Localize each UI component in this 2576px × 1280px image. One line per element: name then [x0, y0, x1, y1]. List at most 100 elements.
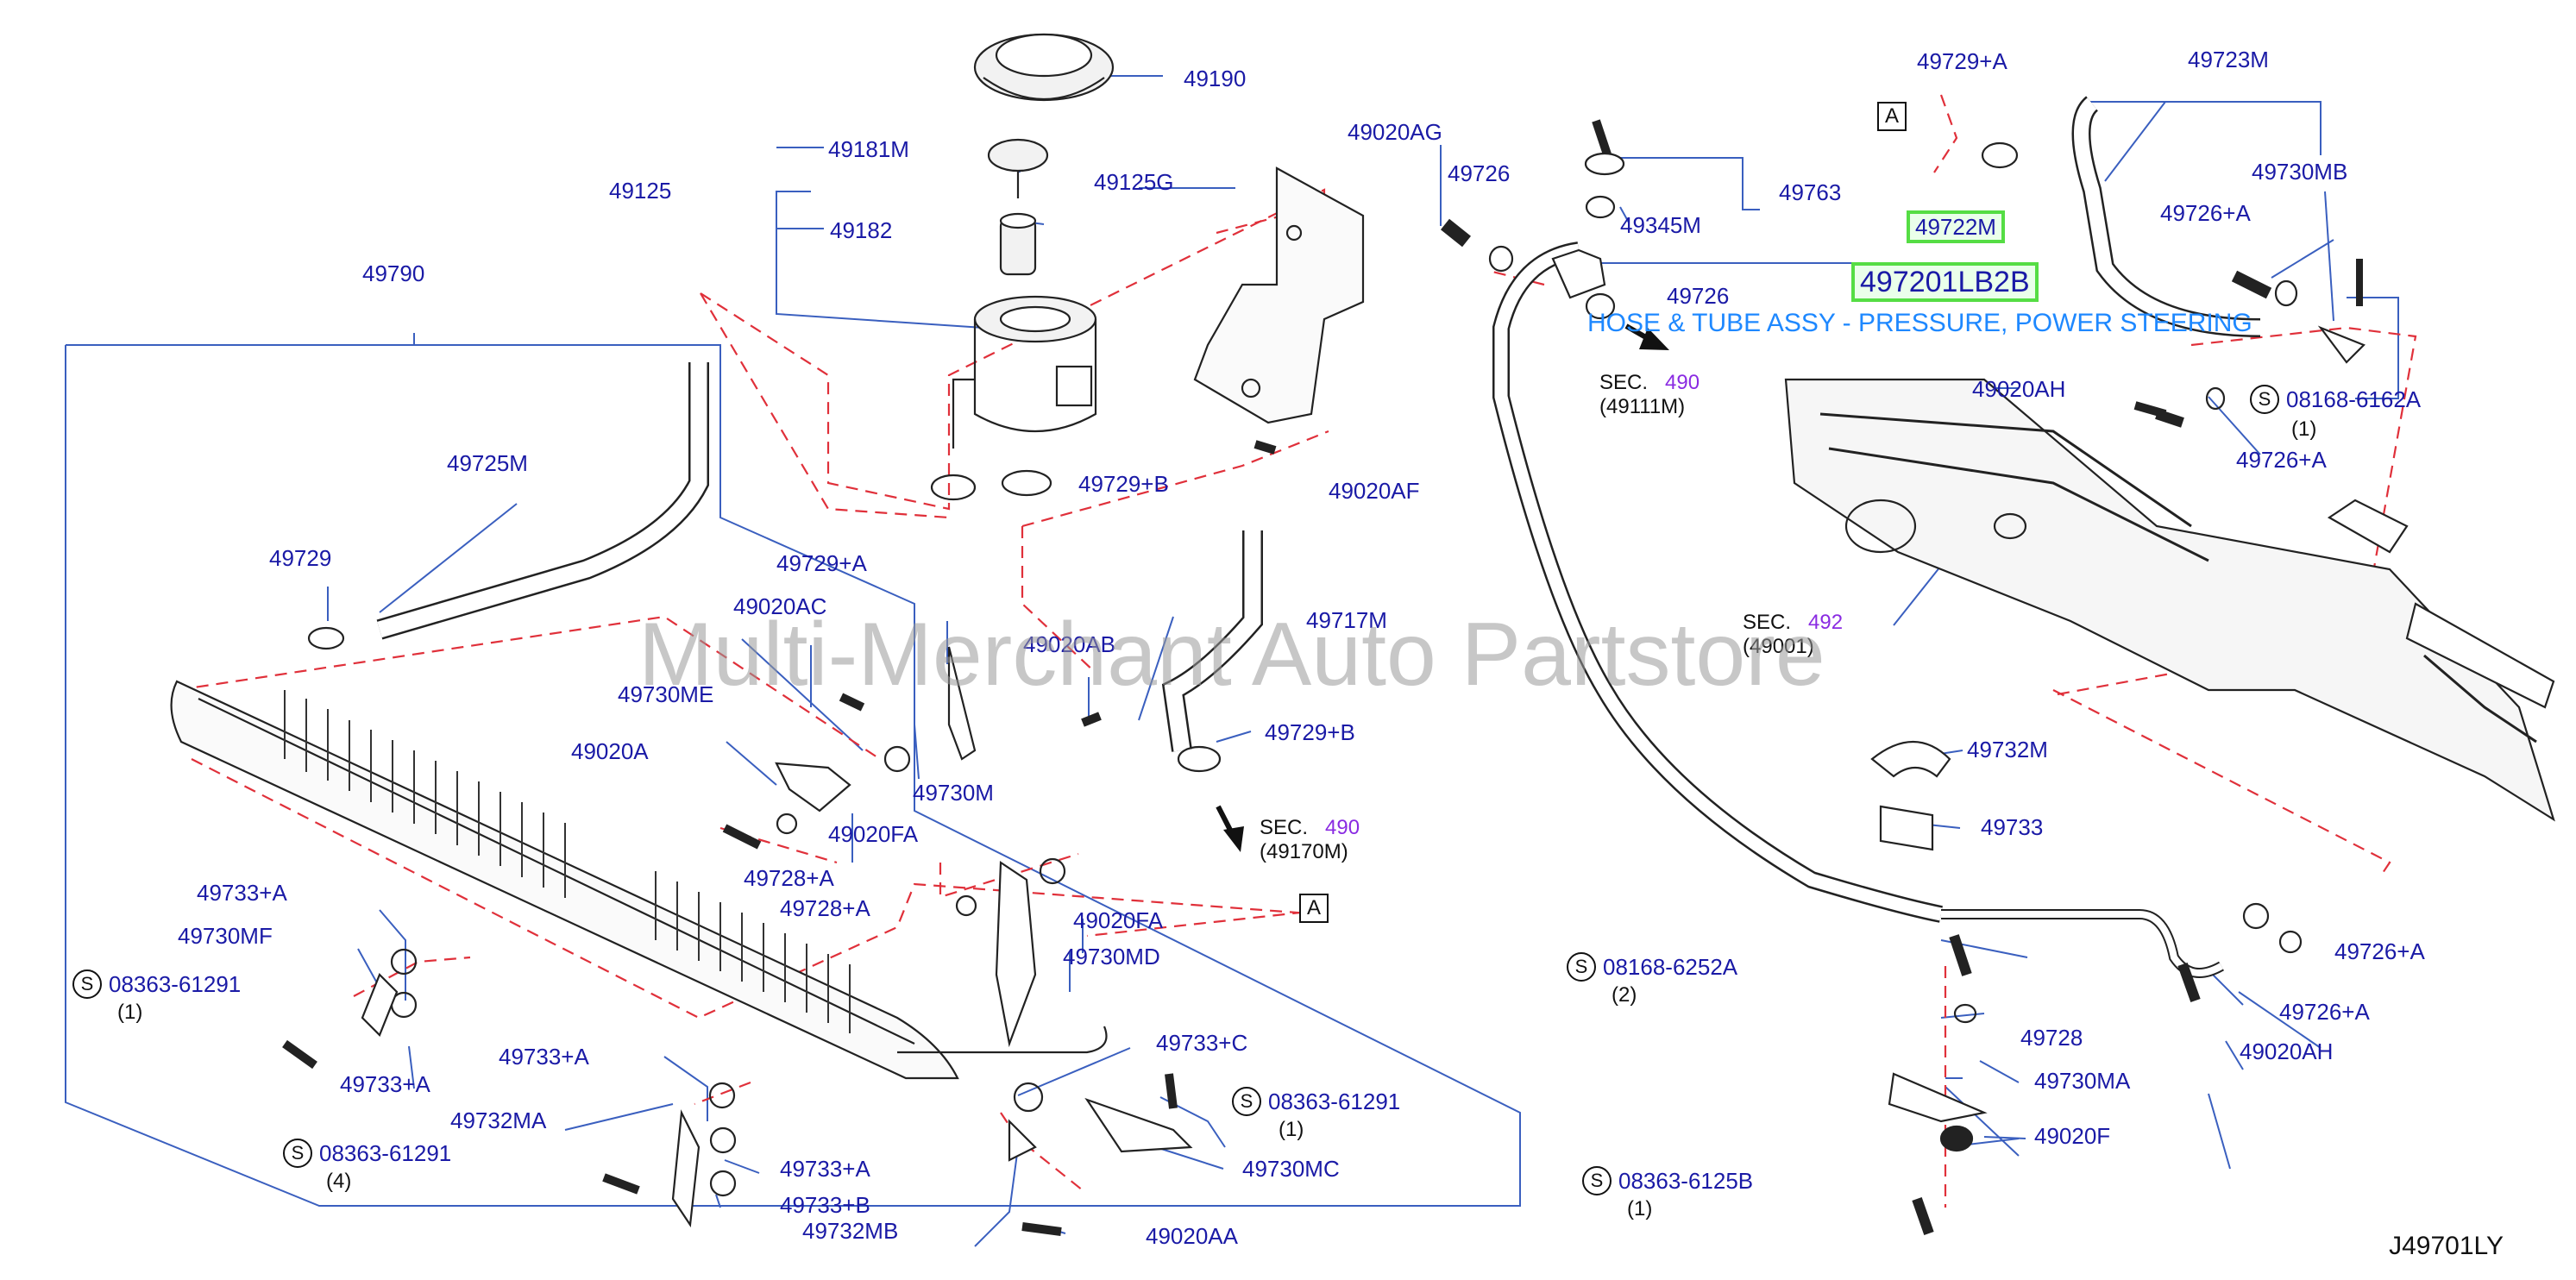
part-label-49020F: 49020F	[2034, 1123, 2111, 1149]
part-label-49730MB: 49730MB	[2252, 159, 2348, 185]
s-mark-icon: S	[1582, 1166, 1612, 1195]
part-label-49730MD: 49730MD	[1063, 944, 1160, 969]
sec-ref-49111M: SEC. 490 (49111M)	[1599, 371, 1700, 419]
part-label-49190: 49190	[1184, 66, 1247, 91]
part-label-49729B-2: 49729+B	[1265, 719, 1355, 745]
highlight-part-title: HOSE & TUBE ASSY - PRESSURE, POWER STEER…	[1587, 309, 2252, 337]
part-label-49733A-1: 49733+A	[197, 880, 287, 906]
sec-ref-sub: (49170M)	[1260, 840, 1348, 863]
part-label-49790: 49790	[362, 260, 425, 286]
s-part-08363-61291-a: S 08363-61291	[72, 969, 241, 999]
s-mark-icon: S	[1232, 1087, 1261, 1116]
s-part-code: 08168-6252A	[1603, 953, 1738, 980]
part-label-49729A-mid: 49729+A	[776, 550, 867, 576]
part-label-49730MA: 49730MA	[2034, 1068, 2131, 1094]
s-mark-icon: S	[72, 969, 102, 999]
part-label-49730ME: 49730ME	[618, 681, 714, 707]
sec-ref-label: SEC.	[1260, 816, 1309, 839]
sec-ref-sub: (49001)	[1743, 635, 1814, 658]
part-label-497201LB2B: 497201LB2B	[1851, 262, 2039, 302]
sec-ref-label: SEC.	[1599, 371, 1649, 394]
s-part-08363-6125B: S 08363-6125B	[1582, 1166, 1753, 1195]
sec-ref-sub: (49111M)	[1599, 395, 1686, 418]
part-label-49020AC: 49020AC	[733, 593, 827, 619]
part-label-49717M: 49717M	[1306, 607, 1387, 633]
s-part-code: 08168-6162A	[2286, 386, 2422, 412]
ref-box-a-bottom: A	[1299, 894, 1329, 923]
s-part-qty: (1)	[1279, 1118, 1304, 1141]
part-label-49020FA-2: 49020FA	[1073, 907, 1164, 933]
part-label-49125: 49125	[609, 178, 672, 204]
ref-box-a-top: A	[1877, 102, 1907, 131]
s-part-qty: (1)	[117, 1001, 143, 1024]
part-label-49723M: 49723M	[2188, 47, 2269, 72]
part-label-49726-top: 49726	[1448, 160, 1511, 186]
part-label-49733: 49733	[1981, 814, 2044, 840]
direction-arrows	[1216, 323, 1669, 852]
part-label-49733B: 49733+B	[780, 1192, 870, 1218]
part-label-49732MA: 49732MA	[450, 1107, 547, 1133]
s-mark-icon: S	[2250, 385, 2279, 414]
part-label-49730M: 49730M	[913, 780, 994, 806]
part-label-49181M: 49181M	[828, 136, 909, 162]
part-label-49125G: 49125G	[1094, 169, 1174, 195]
part-label-49020AB: 49020AB	[1023, 631, 1115, 657]
s-part-08168-6162A: S 08168-6162A	[2250, 385, 2421, 414]
part-label-49728A-2: 49728+A	[780, 895, 870, 921]
part-label-49733A-4: 49733+A	[780, 1156, 870, 1182]
part-label-49733A-2: 49733+A	[340, 1071, 430, 1097]
part-label-49728: 49728	[2020, 1025, 2083, 1051]
leader-lines	[65, 75, 2399, 1247]
s-part-08363-61291-c: S 08363-61291	[1232, 1087, 1400, 1116]
s-part-code: 08363-6125B	[1618, 1167, 1754, 1194]
part-label-49728A-1: 49728+A	[744, 865, 834, 891]
part-label-49726A-4: 49726+A	[2279, 999, 2370, 1025]
diagram-code: J49701LY	[2389, 1232, 2504, 1260]
part-label-49020FA-1: 49020FA	[828, 821, 919, 847]
part-label-49729: 49729	[269, 545, 332, 571]
part-label-49020AA: 49020AA	[1146, 1223, 1238, 1249]
part-label-49020AH-2: 49020AH	[2240, 1038, 2334, 1064]
part-label-49020A: 49020A	[571, 738, 649, 764]
part-label-49732MB: 49732MB	[802, 1218, 899, 1244]
sec-ref-label: SEC.	[1743, 611, 1792, 634]
part-label-49020AH-1: 49020AH	[1972, 376, 2066, 402]
s-mark-icon: S	[283, 1139, 312, 1168]
s-part-code: 08363-61291	[1268, 1088, 1401, 1114]
part-label-49729B-1: 49729+B	[1078, 471, 1169, 497]
store-watermark: Multi-Merchant Auto Partstore	[638, 605, 1825, 705]
part-sketches	[170, 33, 2555, 1236]
s-part-code: 08363-61291	[109, 970, 242, 997]
part-label-49726A-1: 49726+A	[2160, 200, 2251, 226]
s-part-08363-61291-b: S 08363-61291	[283, 1139, 451, 1168]
s-part-qty: (1)	[2291, 417, 2317, 441]
part-label-49729A-top: 49729+A	[1917, 48, 2007, 74]
part-label-49020AF: 49020AF	[1329, 478, 1420, 504]
part-label-49722M: 49722M	[1907, 210, 2005, 243]
s-part-qty: (1)	[1627, 1197, 1653, 1220]
part-label-49763: 49763	[1779, 179, 1842, 205]
sec-ref-49170M: SEC. 490 (49170M)	[1260, 816, 1360, 864]
s-part-qty: (2)	[1612, 983, 1637, 1007]
part-label-49733A-3: 49733+A	[499, 1044, 589, 1070]
sec-ref-number: 490	[1665, 371, 1700, 394]
sec-ref-49001: SEC. 492 (49001)	[1743, 611, 1843, 659]
part-label-49732M: 49732M	[1967, 737, 2048, 762]
part-label-49182: 49182	[830, 217, 893, 243]
s-mark-icon: S	[1567, 952, 1596, 982]
part-label-49730MF: 49730MF	[178, 923, 273, 949]
part-label-49726-mid: 49726	[1667, 283, 1730, 309]
sec-ref-number: 490	[1325, 816, 1360, 839]
part-label-49726A-3: 49726+A	[2334, 938, 2425, 964]
part-label-49725M: 49725M	[447, 450, 528, 476]
sec-ref-number: 492	[1808, 611, 1844, 634]
part-label-49730MC: 49730MC	[1242, 1156, 1340, 1182]
s-part-qty: (4)	[326, 1170, 352, 1193]
s-part-08168-6252A: S 08168-6252A	[1567, 952, 1737, 982]
part-label-49733C: 49733+C	[1156, 1030, 1248, 1056]
part-label-49726A-2: 49726+A	[2236, 447, 2327, 473]
part-label-49345M: 49345M	[1620, 212, 1701, 238]
s-part-code: 08363-61291	[319, 1139, 452, 1166]
part-label-49020AG: 49020AG	[1348, 119, 1442, 145]
